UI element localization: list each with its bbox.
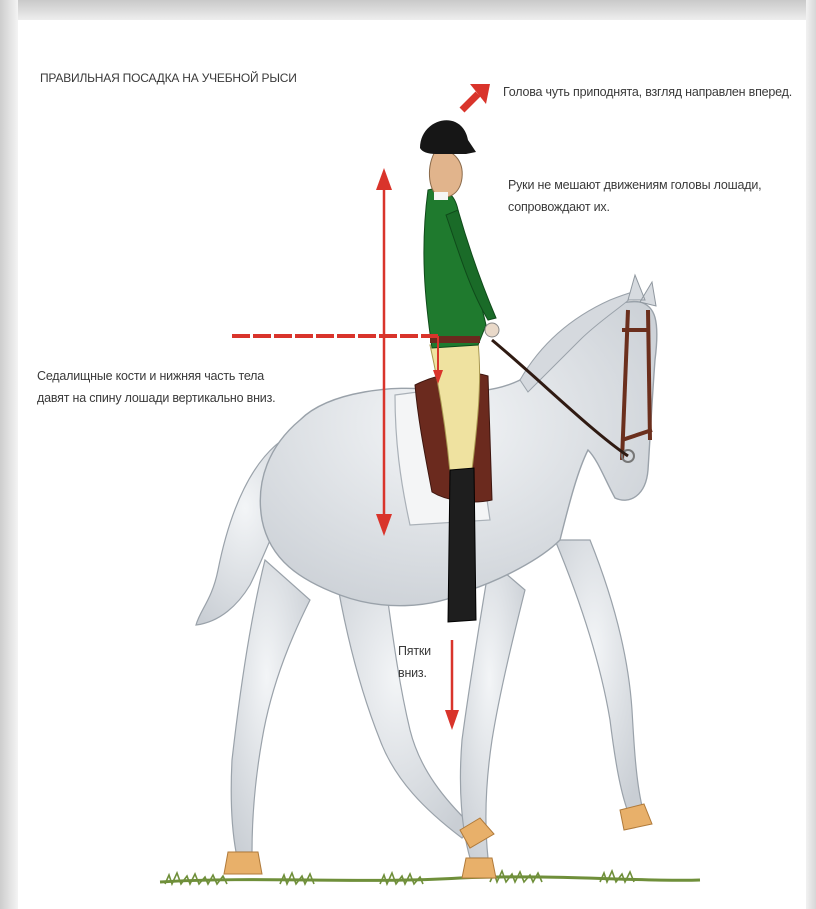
rider-boot [448, 468, 476, 622]
head-callout: Голова чуть приподнята, взгляд направлен… [503, 81, 803, 103]
rider-collar [434, 192, 448, 200]
rider-face [429, 150, 462, 197]
heels-callout: Пятки вниз. [398, 640, 448, 684]
head-up-arrow [462, 94, 478, 110]
rider-hand [485, 323, 499, 337]
rider-helmet [420, 120, 476, 154]
horse-hind-legs [231, 560, 472, 852]
horse-front-legs [460, 540, 642, 858]
hands-callout: Руки не мешают движениям головы лошади, … [508, 174, 778, 218]
seat-callout: Седалищные кости и нижняя часть тела дав… [37, 365, 277, 409]
diagram-title: ПРАВИЛЬНАЯ ПОСАДКА НА УЧЕБНОЙ РЫСИ [40, 67, 297, 89]
